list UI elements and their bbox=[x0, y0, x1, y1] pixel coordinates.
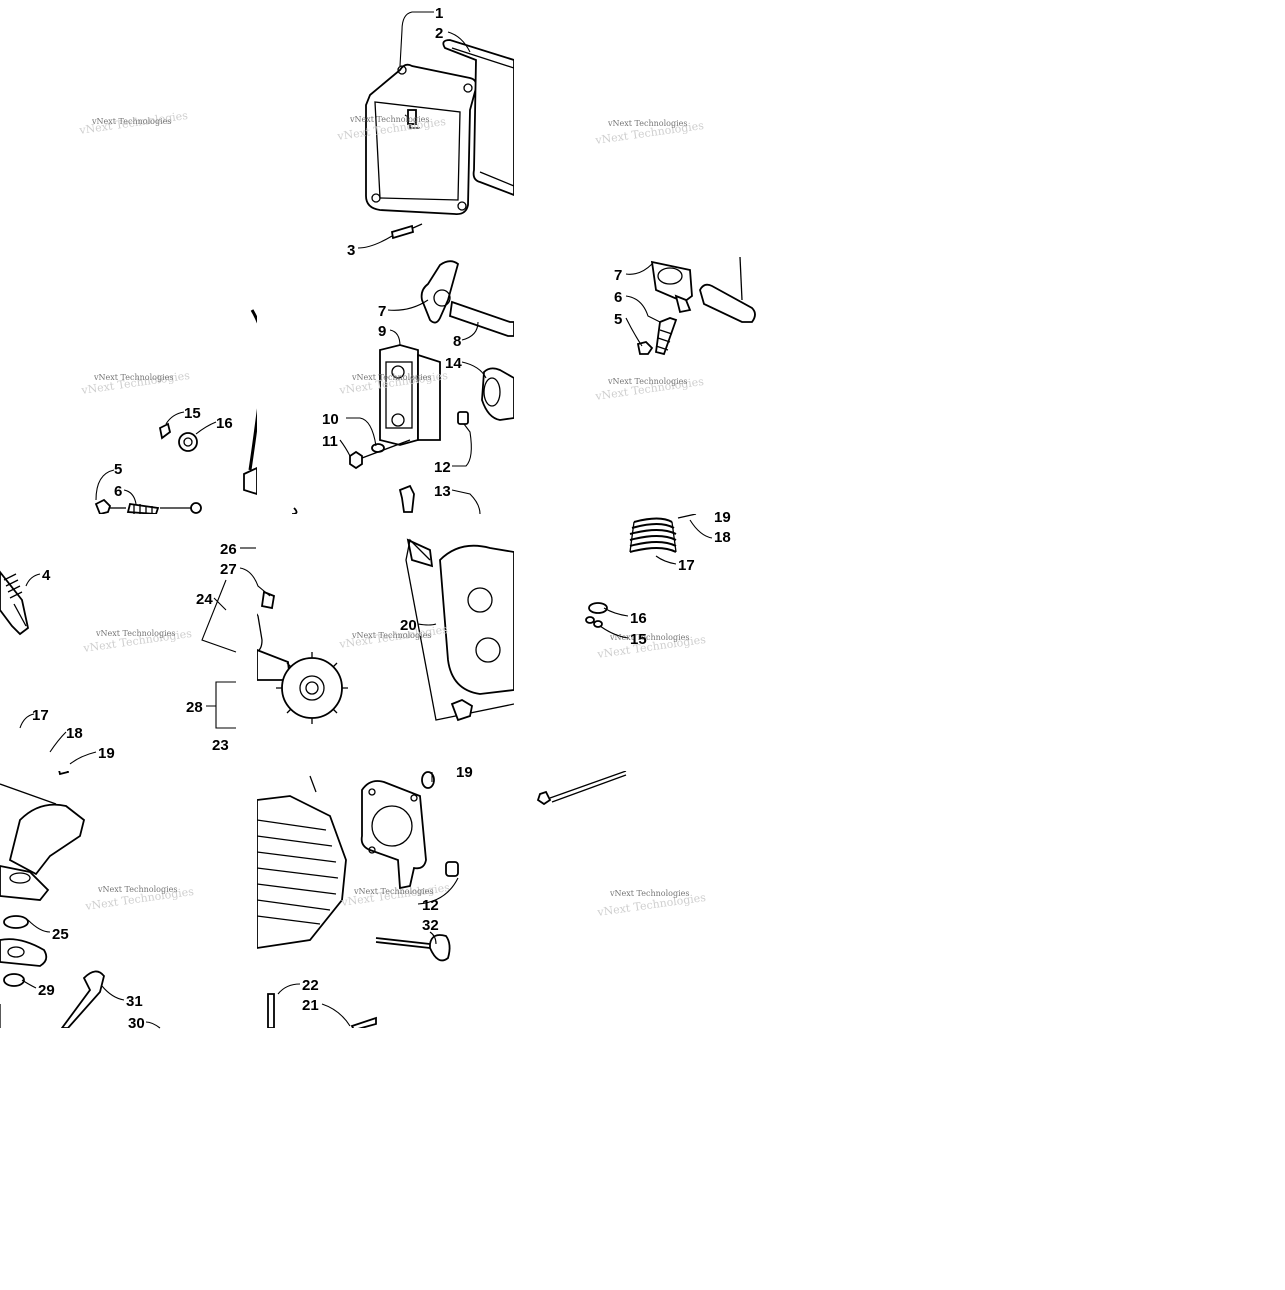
leader-lines bbox=[19, 11, 713, 1029]
svg-text:vNext Technologies: vNext Technologies bbox=[93, 373, 173, 382]
callout-19b: 19 bbox=[98, 745, 115, 762]
svg-text:vNext Technologies: vNext Technologies bbox=[351, 631, 431, 640]
callout-5b: 5 bbox=[114, 461, 122, 478]
callout-7b: 7 bbox=[614, 267, 622, 284]
adjuster-parts bbox=[94, 309, 257, 514]
callout-23: 23 bbox=[212, 737, 229, 754]
callout-11: 11 bbox=[322, 433, 338, 450]
callout-16b: 16 bbox=[630, 610, 647, 627]
callout-13: 13 bbox=[434, 483, 451, 500]
callout-17b: 17 bbox=[32, 707, 49, 724]
rocker-shaft-parts bbox=[636, 257, 756, 356]
callout-7a: 7 bbox=[378, 303, 386, 320]
callout-12b: 12 bbox=[422, 897, 439, 914]
callout-6a: 6 bbox=[614, 289, 622, 306]
callout-12a: 12 bbox=[434, 459, 451, 476]
callout-17a: 17 bbox=[678, 557, 695, 574]
callout-1: 1 bbox=[435, 5, 443, 22]
svg-text:vNext Technologies: vNext Technologies bbox=[607, 377, 687, 386]
cylinder-head-part bbox=[257, 771, 459, 1028]
callout-26: 26 bbox=[220, 541, 237, 558]
callout-29: 29 bbox=[38, 982, 55, 999]
valve-cover-part bbox=[365, 39, 514, 240]
svg-text:vNext Technologies: vNext Technologies bbox=[609, 633, 689, 642]
callout-30: 30 bbox=[128, 1015, 145, 1032]
callout-10: 10 bbox=[322, 411, 339, 428]
callout-14: 14 bbox=[445, 355, 462, 372]
valve-spring-part bbox=[585, 514, 697, 628]
camshaft-sprocket-part bbox=[257, 538, 514, 724]
callout-20: 20 bbox=[400, 617, 417, 634]
cam-sprocket bbox=[276, 652, 348, 724]
callout-19c: 19 bbox=[456, 764, 473, 781]
callout-15b: 15 bbox=[630, 631, 647, 648]
callout-9: 9 bbox=[378, 323, 386, 340]
callout-32: 32 bbox=[422, 917, 439, 934]
long-bolt-part bbox=[536, 771, 627, 806]
callout-21: 21 bbox=[302, 997, 319, 1014]
svg-text:vNext Technologies: vNext Technologies bbox=[607, 119, 687, 128]
callout-15a: 15 bbox=[184, 405, 201, 422]
callout-18a: 18 bbox=[714, 529, 731, 546]
callout-4: 4 bbox=[42, 567, 51, 584]
callout-27: 27 bbox=[220, 561, 237, 578]
callout-6b: 6 bbox=[114, 483, 122, 500]
svg-text:vNext Technologies: vNext Technologies bbox=[609, 889, 689, 898]
callout-18b: 18 bbox=[66, 725, 83, 742]
callout-24: 24 bbox=[196, 591, 213, 608]
callout-labels: 1 2 3 7 8 9 14 10 11 12 13 7 6 5 15 16 5… bbox=[32, 5, 731, 1032]
callout-2: 2 bbox=[435, 25, 443, 42]
svg-text:vNext Technologies: vNext Technologies bbox=[353, 887, 433, 896]
intake-manifold-part bbox=[0, 771, 105, 1028]
callout-3: 3 bbox=[347, 242, 355, 259]
callout-19a: 19 bbox=[714, 509, 731, 526]
svg-text:vNext Technologies: vNext Technologies bbox=[95, 629, 175, 638]
callout-8: 8 bbox=[453, 333, 461, 350]
svg-text:vNext Technologies: vNext Technologies bbox=[97, 885, 177, 894]
callout-5a: 5 bbox=[614, 311, 622, 328]
callout-16a: 16 bbox=[216, 415, 233, 432]
callout-25: 25 bbox=[52, 926, 69, 943]
svg-text:vNext Technologies: vNext Technologies bbox=[91, 117, 171, 126]
callout-31: 31 bbox=[126, 993, 143, 1010]
callout-28: 28 bbox=[186, 699, 203, 716]
callout-22: 22 bbox=[302, 977, 319, 994]
spark-plug-part bbox=[0, 570, 30, 636]
svg-text:vNext Technologies: vNext Technologies bbox=[351, 373, 431, 382]
svg-text:vNext Technologies: vNext Technologies bbox=[349, 115, 429, 124]
